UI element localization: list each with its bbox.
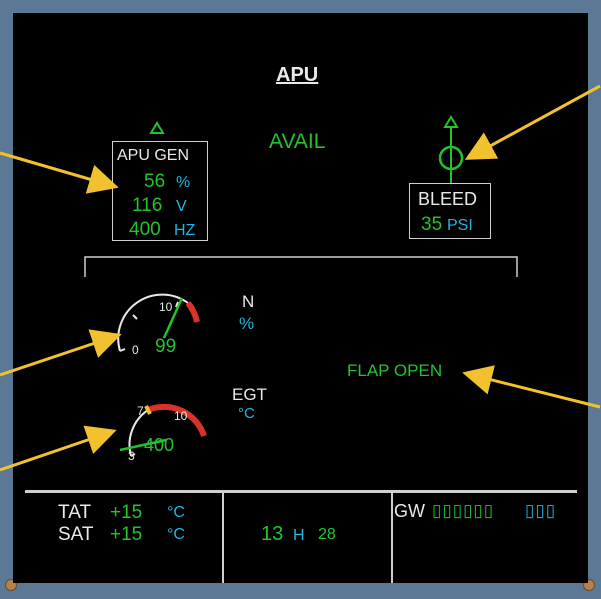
sat-value: +15: [110, 524, 143, 545]
callout-arrow: [0, 329, 122, 377]
apu-gen-freq-value: 400: [129, 219, 161, 240]
apu-avail-status: AVAIL: [269, 130, 326, 153]
callout-arrow: [462, 365, 601, 409]
clock-hours: 13: [261, 523, 284, 545]
bleed-label: BLEED: [418, 189, 478, 209]
tat-value: +15: [110, 502, 143, 523]
status-bar-divider: [222, 491, 224, 583]
gw-label: GW: [394, 501, 425, 521]
apu-gen-label: APU GEN: [117, 147, 190, 164]
n-gauge-tick-max: 10: [159, 300, 173, 314]
callout-arrow: [0, 425, 117, 472]
tat-unit: °C: [167, 504, 185, 521]
clock-hours-unit: H: [293, 527, 305, 544]
sat-unit: °C: [167, 526, 185, 543]
apu-bracket-line: [84, 256, 518, 277]
apu-gen-freq-unit: HZ: [174, 222, 196, 239]
egt-gauge-tick-max: 10: [174, 409, 188, 423]
egt-gauge-value: 400: [144, 435, 175, 455]
callout-arrow: [0, 151, 119, 194]
gw-value: ▯▯▯▯▯▯: [432, 501, 495, 520]
apu-flap-status: FLAP OPEN: [347, 361, 443, 380]
status-bar-divider: [391, 491, 393, 583]
n-gauge-needle: [162, 297, 184, 339]
gw-unit: ▯▯▯: [525, 501, 557, 520]
apu-gen-load-unit: %: [176, 174, 191, 191]
egt-gauge-tick-mid: 7: [137, 404, 144, 418]
egt-gauge-label: EGT: [232, 385, 267, 404]
callout-arrow: [464, 84, 601, 160]
apu-gen-triangle-icon: [149, 121, 165, 134]
bleed-psi-value: 35: [421, 214, 443, 235]
n-gauge-unit: %: [239, 314, 255, 333]
apu-ecam-screen: APU AVAIL APU GEN 56 % 116 V 400 HZ BLEE…: [13, 13, 588, 583]
apu-gen-volts-unit: V: [176, 198, 187, 215]
apu-gen-volts-value: 116: [132, 195, 163, 216]
egt-gauge-tick-low: 3: [128, 449, 135, 463]
n-gauge-tick-min: 0: [132, 343, 139, 357]
n-gauge-value: 99: [155, 336, 177, 357]
status-bar-divider: [25, 490, 577, 493]
apu-gen-load-value: 56: [144, 171, 166, 192]
bleed-valve-icon: [438, 115, 464, 183]
sat-label: SAT: [58, 524, 94, 545]
tat-label: TAT: [58, 502, 92, 523]
clock-minutes: 28: [318, 526, 336, 543]
page-title: APU: [276, 64, 319, 86]
bleed-psi-unit: PSI: [447, 217, 473, 234]
n-gauge-label: N: [242, 292, 255, 311]
egt-gauge-unit: °C: [238, 405, 255, 422]
egt-gauge: [119, 403, 207, 457]
egt-gauge-needle: [119, 438, 167, 452]
bleed-box: BLEED 35 PSI: [409, 183, 491, 239]
